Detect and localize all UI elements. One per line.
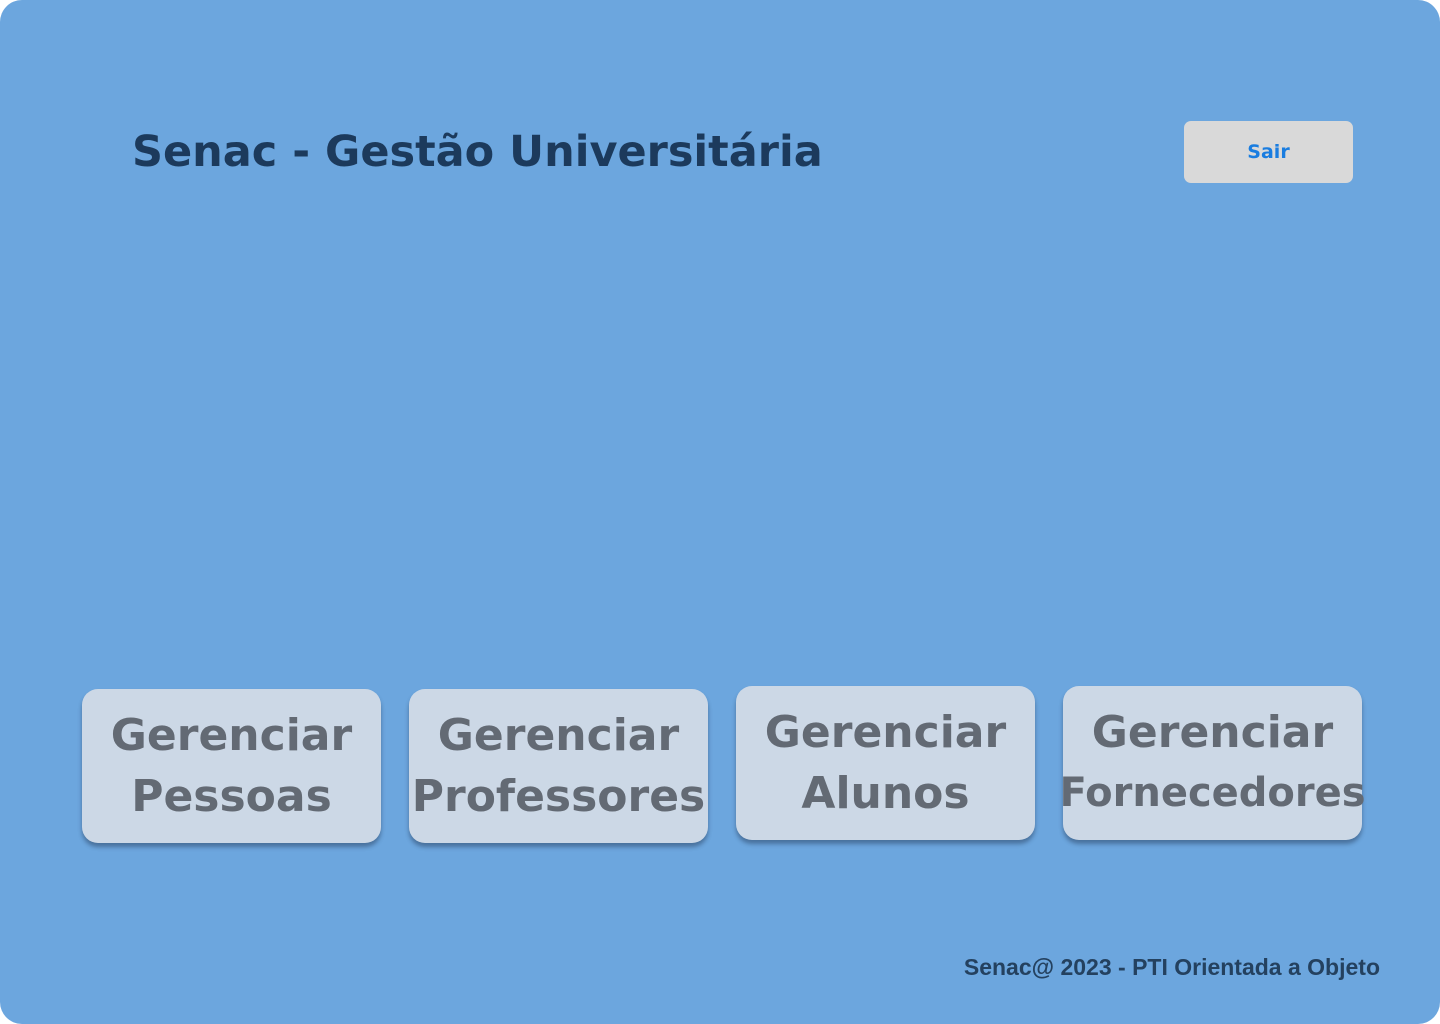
manage-professors-label-line1: Gerenciar (437, 710, 680, 761)
manage-people-label-line2: Pessoas (131, 771, 332, 822)
logout-button[interactable]: Sair (1184, 121, 1353, 183)
page-title: Senac - Gestão Universitária (132, 127, 823, 177)
manage-students-label-line2: Alunos (801, 768, 970, 819)
manage-suppliers-label-line1: Gerenciar (1091, 707, 1334, 758)
manage-professors-label-line2: Professores (411, 771, 706, 822)
footer-copyright: Senac@ 2023 - PTI Orientada a Objeto (963, 954, 1380, 980)
manage-people-label-line1: Gerenciar (110, 710, 353, 761)
manage-people-button[interactable]: Gerenciar Pessoas (82, 689, 381, 843)
manage-suppliers-label-line2: Fornecedores (1059, 770, 1366, 816)
manage-professors-button[interactable]: Gerenciar Professores (409, 689, 708, 843)
manage-students-button[interactable]: Gerenciar Alunos (736, 686, 1035, 840)
manage-students-label-line1: Gerenciar (764, 707, 1007, 758)
manage-suppliers-button[interactable]: Gerenciar Fornecedores (1059, 686, 1366, 840)
